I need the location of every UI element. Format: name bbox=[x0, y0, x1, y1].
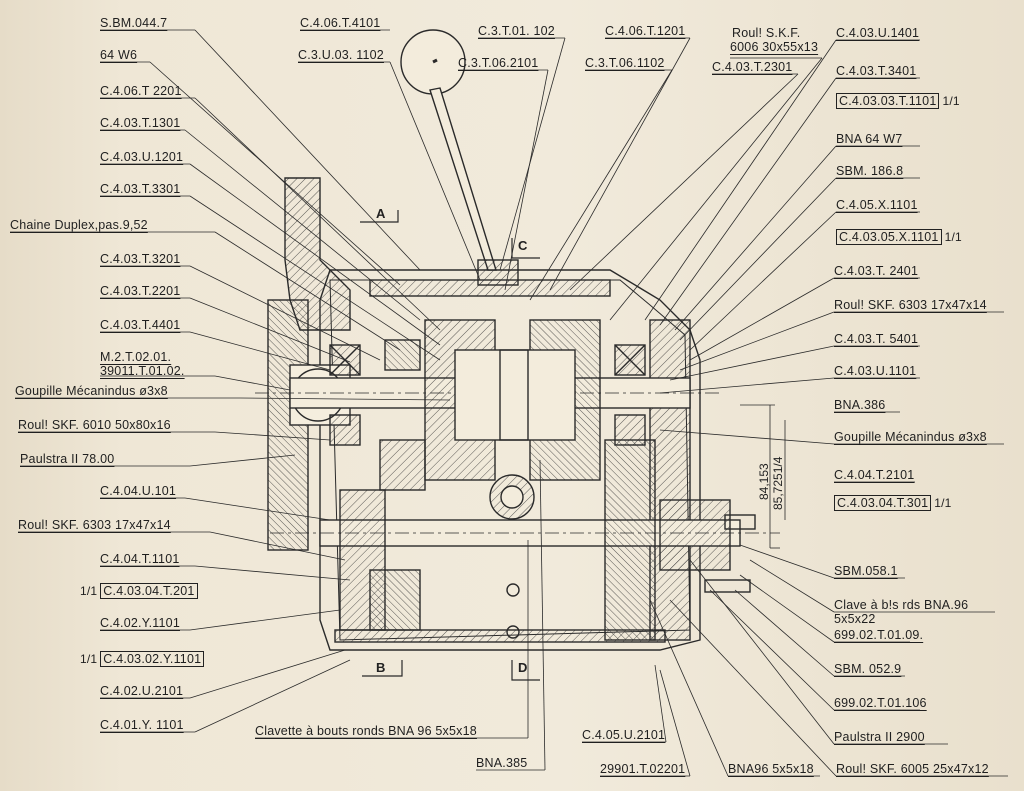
part-label: Paulstra II 78.00 bbox=[20, 452, 115, 466]
part-label: C.4.04.T.1101 bbox=[100, 552, 180, 566]
section-view-c: C bbox=[518, 238, 528, 253]
part-label: BNA 64 W7 bbox=[836, 132, 903, 146]
part-label: C.4.05.U.2101 bbox=[582, 728, 666, 742]
part-label: C.4.03.U.1201 bbox=[100, 150, 184, 164]
part-label: C.4.05.X.1101 bbox=[836, 198, 918, 212]
part-label: C.4.06.T.1201 bbox=[605, 24, 686, 38]
part-label: C.4.03.T. 2401 bbox=[834, 264, 919, 278]
part-label: Paulstra II 2900 bbox=[834, 730, 925, 744]
boxed-ref: C.4.03.04.T.201 bbox=[100, 583, 198, 599]
part-label: C.3.T.06.2101 bbox=[458, 56, 539, 70]
dimension-value: 84,153 bbox=[757, 463, 771, 500]
part-label: Roul! SKF. 6010 50x80x16 bbox=[18, 418, 171, 432]
fraction: 1/1 bbox=[80, 584, 98, 598]
part-label: Roul! SKF. 6303 17x47x14 bbox=[18, 518, 171, 532]
part-label: C.3.T.06.1102 bbox=[585, 56, 665, 70]
part-label: BNA.386 bbox=[834, 398, 886, 412]
fraction: 1/1 bbox=[934, 496, 952, 510]
part-label: C.4.04.U.101 bbox=[100, 484, 177, 498]
section-view-a: A bbox=[376, 206, 386, 221]
part-label: C.4.04.T.2101 bbox=[834, 468, 915, 482]
part-label: 699.02.T.01.106 bbox=[834, 696, 927, 710]
part-label: Roul! SKF. 6303 17x47x14 bbox=[834, 298, 987, 312]
part-label: C.4.03.U.1401 bbox=[836, 26, 920, 40]
part-label: 64 W6 bbox=[100, 48, 138, 62]
part-label: C.3.T.01. 102 bbox=[478, 24, 555, 38]
part-label: C.4.01.Y. 1101 bbox=[100, 718, 184, 732]
part-label: C.4.06.T.4101 bbox=[300, 16, 381, 30]
part-label: Chaine Duplex,pas.9,52 bbox=[10, 218, 148, 232]
part-label: 29901.T.02201 bbox=[600, 762, 686, 776]
part-label: C.4.03.T.3201 bbox=[100, 252, 181, 266]
part-label: M.2.T.02.01. bbox=[100, 350, 172, 364]
part-label: C.4.03.T.3401 bbox=[836, 64, 917, 78]
part-label: C.4.03.U.1101 bbox=[834, 364, 917, 378]
part-label: 699.02.T.01.09. bbox=[834, 628, 924, 642]
part-label: C.3.U.03. 1102 bbox=[298, 48, 384, 62]
part-label: C.4.03.T.1301 bbox=[100, 116, 181, 130]
dimension-value: 85,7251/4 bbox=[771, 456, 785, 510]
fraction: 1/1 bbox=[80, 652, 98, 666]
boxed-ref: C.4.03.05.X.1101 bbox=[836, 229, 942, 245]
part-label: SBM.058.1 bbox=[834, 564, 898, 578]
part-label: Clavette à bouts ronds BNA 96 5x5x18 bbox=[255, 724, 477, 738]
part-label: Goupille Mécanindus ø3x8 bbox=[15, 384, 168, 398]
boxed-ref: C.4.03.03.T.1101 bbox=[836, 93, 940, 109]
boxed-ref: C.4.03.04.T.301 bbox=[834, 495, 932, 511]
part-label: C.4.06.T 2201 bbox=[100, 84, 182, 98]
part-label: Roul! SKF. 6005 25x47x12 bbox=[836, 762, 989, 776]
part-label: Goupille Mécanindus ø3x8 bbox=[834, 430, 987, 444]
part-label: C.4.03.T.2301 bbox=[712, 60, 793, 74]
part-label: BNA96 5x5x18 bbox=[728, 762, 814, 776]
boxed-ref: C.4.03.02.Y.1101 bbox=[100, 651, 205, 667]
fraction: 1/1 bbox=[942, 94, 960, 108]
part-label: C.4.03.T.4401 bbox=[100, 318, 181, 332]
part-label: 5x5x22 bbox=[834, 612, 876, 626]
part-label: C.4.03.T.2201 bbox=[100, 284, 181, 298]
section-view-b: B bbox=[376, 660, 386, 675]
part-label: C.4.03.T.3301 bbox=[100, 182, 181, 196]
part-label: SBM. 052.9 bbox=[834, 662, 902, 676]
part-label: S.BM.044.7 bbox=[100, 16, 168, 30]
section-view-d: D bbox=[518, 660, 528, 675]
part-label: C.4.02.U.2101 bbox=[100, 684, 184, 698]
part-label: BNA.385 bbox=[476, 756, 528, 770]
part-label: 39011.T.01.02. bbox=[100, 364, 185, 378]
part-label: Clave à b!s rds BNA.96 bbox=[834, 598, 969, 612]
part-label: 6006 30x55x13 bbox=[730, 40, 819, 54]
part-label: C.4.03.T. 5401 bbox=[834, 332, 919, 346]
part-label: Roul! S.K.F. bbox=[732, 26, 801, 40]
fraction: 1/1 bbox=[944, 230, 962, 244]
part-label: SBM. 186.8 bbox=[836, 164, 904, 178]
part-label: C.4.02.Y.1101 bbox=[100, 616, 180, 630]
